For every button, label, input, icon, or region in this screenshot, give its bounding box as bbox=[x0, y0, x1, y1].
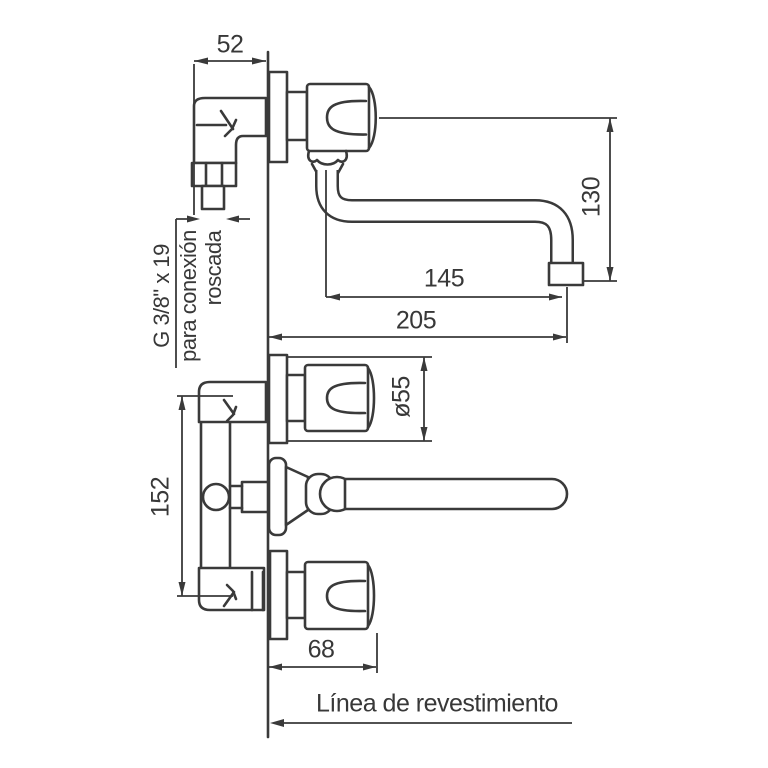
dim-145-label: 145 bbox=[423, 264, 465, 293]
dim-205-label: 205 bbox=[395, 306, 437, 335]
side-spout bbox=[315, 170, 585, 287]
thread-spec-label: G 3/8" x 19 bbox=[149, 244, 174, 348]
wall-finish-line-label: Línea de revestimiento bbox=[316, 689, 558, 718]
dim-152-label: 152 bbox=[146, 476, 175, 518]
dim-205-lines bbox=[268, 333, 566, 341]
dim-55-label: ø55 bbox=[387, 376, 416, 418]
wall-finish-leader bbox=[270, 719, 572, 727]
dim-130-lines bbox=[379, 117, 617, 282]
plan-spout bbox=[267, 456, 569, 537]
spout-nut bbox=[307, 149, 348, 175]
knob-arc bbox=[325, 99, 368, 136]
plan-handle-bottom bbox=[268, 549, 376, 641]
side-wall-plate bbox=[267, 70, 289, 164]
dim-145-lines bbox=[325, 170, 568, 343]
hex-nut bbox=[190, 161, 238, 188]
dimension-lines bbox=[175, 57, 617, 727]
dim-152-lines bbox=[177, 395, 233, 597]
side-view bbox=[190, 70, 585, 287]
valve-stem-mark bbox=[219, 109, 238, 138]
tee-box bbox=[240, 480, 270, 514]
thread-note-line1: para conexión bbox=[176, 230, 201, 362]
dim-68-lines bbox=[268, 633, 378, 673]
supply-pipes bbox=[197, 380, 270, 612]
plan-handle-top bbox=[267, 353, 376, 445]
dim-130-label: 130 bbox=[577, 176, 606, 218]
thread-note-line2: roscada bbox=[201, 230, 226, 306]
top-inlet-elbow bbox=[197, 380, 268, 424]
side-handle bbox=[285, 82, 377, 153]
dim-thread-lines bbox=[175, 215, 250, 368]
inlet-elbow bbox=[192, 96, 268, 165]
knob-arc bbox=[325, 579, 367, 613]
threaded-connection bbox=[200, 184, 226, 211]
dim-55-lines bbox=[288, 356, 432, 442]
dim-68-label: 68 bbox=[307, 635, 335, 664]
spout-outlet bbox=[547, 261, 585, 287]
plan-view bbox=[197, 353, 569, 641]
dim-52-label: 52 bbox=[216, 30, 244, 59]
knob-arc bbox=[325, 381, 367, 415]
dim-52-lines bbox=[193, 57, 266, 215]
tee-joint bbox=[201, 482, 231, 512]
